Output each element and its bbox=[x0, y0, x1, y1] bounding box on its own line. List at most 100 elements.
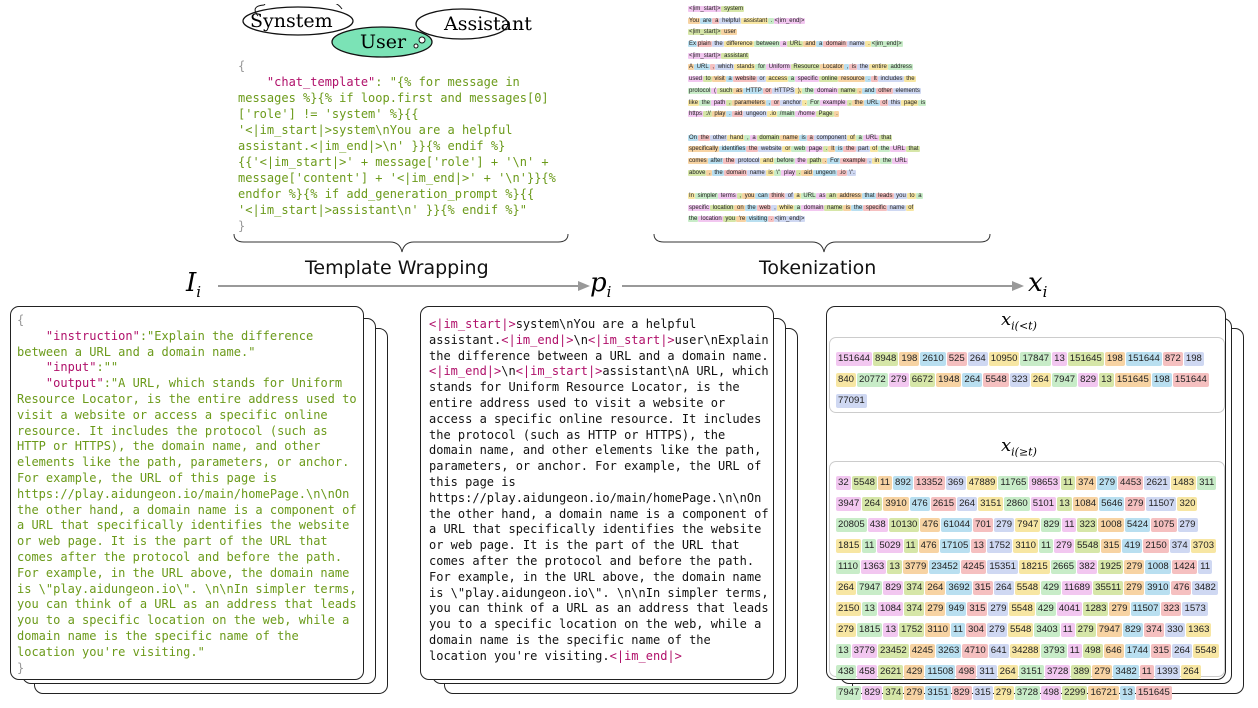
token: simpler bbox=[695, 193, 719, 199]
token-line: comes after the protocol and before the … bbox=[688, 156, 988, 168]
token: visit bbox=[711, 76, 726, 83]
token: . bbox=[768, 216, 774, 223]
output-value: :"A URL, which stands for Uniform Resour… bbox=[17, 376, 364, 659]
token: or bbox=[771, 99, 781, 106]
token-id: 892 bbox=[892, 476, 913, 490]
token: You bbox=[688, 17, 701, 24]
token: specifically bbox=[688, 146, 720, 153]
token: the bbox=[711, 41, 724, 48]
token: and bbox=[861, 87, 876, 94]
token-id: 646 bbox=[1103, 644, 1124, 658]
token-id: 498 bbox=[1041, 686, 1062, 700]
token-id: 5101 bbox=[1030, 497, 1057, 511]
input-key: "input" bbox=[45, 360, 97, 375]
token-id: 77091 bbox=[836, 394, 867, 408]
token-id: 279 bbox=[1097, 476, 1118, 490]
token: play bbox=[711, 111, 727, 118]
token-id: 498 bbox=[1082, 644, 1103, 658]
token: leads bbox=[875, 193, 894, 199]
token: the bbox=[878, 146, 891, 153]
token-id: 3110 bbox=[1013, 539, 1038, 553]
token-id: 1084 bbox=[1072, 497, 1099, 511]
token: while bbox=[776, 204, 795, 211]
token: website bbox=[732, 76, 757, 83]
token: a bbox=[915, 193, 923, 199]
token-id: 20772 bbox=[857, 373, 888, 387]
token-id: 5548 bbox=[983, 373, 1009, 387]
token: the bbox=[794, 157, 807, 164]
token-id: 279 bbox=[993, 686, 1014, 700]
token: comes bbox=[688, 157, 708, 164]
token-id: 7947 bbox=[836, 686, 862, 700]
token: is bbox=[835, 146, 844, 153]
token: specific bbox=[863, 204, 887, 211]
token-id: 11 bbox=[951, 623, 965, 637]
token: after bbox=[707, 157, 724, 164]
token: domain bbox=[723, 169, 748, 176]
token: protocol bbox=[688, 87, 712, 94]
token: a bbox=[855, 134, 863, 141]
token: Uniform bbox=[766, 64, 791, 71]
token-line: <|im_start|> system bbox=[688, 4, 988, 16]
token-line: You are a helpful assistant .<|im_end|> bbox=[688, 16, 988, 28]
token: , bbox=[726, 99, 732, 106]
token-id: 279 bbox=[1092, 665, 1113, 679]
token: A bbox=[688, 64, 695, 71]
token-id: 5548 bbox=[1014, 581, 1041, 595]
token-id: 198 bbox=[1183, 352, 1204, 366]
token: helpful bbox=[719, 17, 741, 24]
token-id: 3703 bbox=[1190, 539, 1217, 553]
token-id: 264 bbox=[1030, 373, 1051, 387]
role-bubbles bbox=[242, 4, 509, 58]
token-id: 11 bbox=[862, 539, 877, 553]
token: a bbox=[816, 41, 824, 48]
token: the bbox=[851, 204, 864, 211]
token-id: 2665 bbox=[1050, 560, 1077, 574]
token: plain bbox=[697, 41, 712, 48]
token-id: 315 bbox=[972, 686, 993, 700]
token-id: 279 bbox=[987, 623, 1008, 637]
token: specific bbox=[688, 204, 711, 211]
tokenization-label: Tokenization bbox=[759, 257, 877, 279]
token-id: 151644 bbox=[836, 352, 873, 366]
token: :// bbox=[703, 111, 712, 118]
token: identifies bbox=[719, 146, 747, 153]
token: URL bbox=[862, 134, 879, 141]
token-id: 98653 bbox=[1029, 476, 1061, 490]
token: It bbox=[828, 146, 836, 153]
token-id: 829 bbox=[1041, 518, 1062, 532]
token-id: 11 bbox=[903, 539, 918, 553]
token-id: 279 bbox=[1124, 560, 1145, 574]
token: a bbox=[749, 134, 757, 141]
token-id: 151645 bbox=[1067, 352, 1104, 366]
token: specific bbox=[795, 76, 819, 83]
token-id: 11507 bbox=[1146, 497, 1177, 511]
token-id: 323 bbox=[1077, 518, 1098, 532]
token: <|im_start|> bbox=[688, 52, 722, 59]
token: , bbox=[771, 204, 777, 211]
token-id: 13 bbox=[1120, 686, 1135, 700]
token: above bbox=[688, 169, 707, 176]
token: web bbox=[791, 146, 807, 153]
token-id: 3482 bbox=[1113, 665, 1139, 679]
token-line: above , the domain name is \" play . aid… bbox=[688, 168, 988, 180]
token-id: 1424 bbox=[1171, 560, 1198, 574]
token: assistant bbox=[721, 52, 749, 59]
token-id: 701 bbox=[973, 518, 994, 532]
token-id: 3263 bbox=[936, 644, 962, 658]
token-id: 279 bbox=[888, 373, 909, 387]
token-id: 279 bbox=[904, 686, 925, 700]
token-id: 374 bbox=[1169, 539, 1190, 553]
token: of bbox=[879, 99, 889, 106]
token: entire bbox=[869, 64, 888, 71]
token-id: 382 bbox=[1077, 560, 1098, 574]
token: this bbox=[888, 99, 902, 106]
template-wrapping-label: Template Wrapping bbox=[305, 257, 489, 279]
token: HTTPS bbox=[771, 87, 796, 94]
token-id: 5029 bbox=[877, 539, 903, 553]
token: URL bbox=[863, 99, 880, 106]
